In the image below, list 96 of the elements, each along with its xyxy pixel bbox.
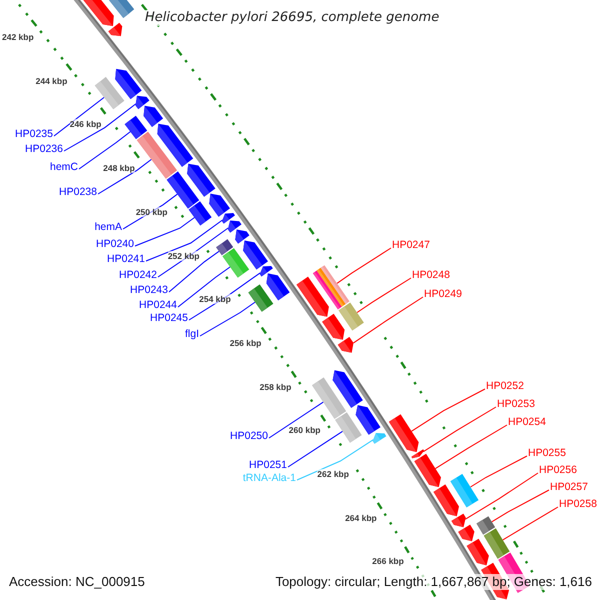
gene-pentagon [157, 124, 194, 167]
gene-pentagon [338, 336, 354, 353]
gene-pentagon [144, 106, 164, 127]
leader-line [434, 424, 508, 470]
gene-label: HP0250 [230, 430, 268, 442]
gene-label: HP0235 [15, 128, 53, 140]
gene-label: HP0245 [150, 312, 188, 324]
scale-label: 242 kbp [2, 32, 34, 42]
feature-block [484, 528, 510, 559]
leader-line [502, 506, 558, 540]
gene-pentagon [266, 273, 290, 300]
scale-label: 244 kbp [36, 76, 68, 86]
leader-line [464, 472, 538, 520]
gene-label: HP0242 [119, 269, 157, 281]
gene-label: HP0251 [249, 459, 287, 471]
leader-line [411, 388, 486, 432]
gene-pentagon [322, 314, 345, 340]
gene-pentagon [434, 484, 459, 516]
leader-line [78, 131, 131, 170]
scale-label: 258 kbp [260, 382, 292, 392]
gene-pentagon [356, 405, 380, 435]
gene-label: HP0252 [486, 380, 524, 392]
leader-line [288, 430, 344, 468]
gene-pentagon [458, 524, 474, 542]
feature-stripe [320, 265, 350, 304]
gene-label: tRNA-Ala-1 [242, 472, 296, 484]
gene-label: HP0236 [25, 143, 63, 155]
gene-pentagon [372, 433, 386, 444]
leader-line [134, 217, 195, 246]
gene-pentagon [451, 514, 466, 528]
feature-block [248, 284, 274, 312]
scale-label: 264 kbp [345, 512, 377, 523]
leader-line [200, 302, 256, 336]
leader-line [54, 96, 105, 136]
feature-block [108, 0, 134, 18]
feature-block [335, 412, 362, 443]
feature-block [222, 248, 250, 278]
gene-label: HP0257 [550, 481, 588, 493]
gene-pentagon [414, 454, 441, 488]
scale-label: 252 kbp [168, 250, 200, 261]
gene-pentagon [115, 68, 142, 100]
gene-pentagon [209, 194, 230, 217]
gene-pentagon [332, 370, 363, 408]
gene-label: HP0253 [497, 398, 535, 410]
leader-line [491, 490, 550, 522]
gene-pentagon [136, 96, 150, 110]
leader-line [356, 278, 412, 313]
scale-label: 254 kbp [199, 294, 231, 304]
gene-pentagon [108, 22, 122, 36]
leader-line [422, 406, 496, 452]
scale-label: 262 kbp [317, 468, 349, 479]
gene-pentagon [243, 240, 268, 270]
gene-pentagon [388, 414, 419, 452]
leader-line [158, 227, 229, 278]
scale-label: 260 kbp [288, 425, 320, 436]
gene-label: hemC [50, 161, 78, 173]
accession-label: Accession: NC_000915 [7, 574, 147, 590]
leader-line [268, 402, 324, 438]
gene-pentagon [466, 538, 489, 566]
scale-label: 250 kbp [136, 206, 168, 217]
gene-label: flgI [184, 328, 199, 340]
leader-line [168, 250, 220, 292]
gene-label: HP0249 [424, 288, 462, 300]
leader-line [64, 103, 136, 152]
gene-label: HP0254 [508, 416, 546, 428]
gene-label: HP0248 [412, 269, 450, 281]
gene-label: HP0258 [559, 498, 597, 510]
gene-pentagon [235, 230, 250, 244]
scale-label: 248 kbp [103, 163, 135, 174]
feature-block [188, 201, 212, 226]
gene-label: HP0243 [130, 284, 168, 296]
gene-pentagon [83, 0, 114, 26]
leader-line [353, 296, 424, 344]
gene-pentagon [187, 164, 216, 197]
genome-stats-label: Topology: circular; Length: 1,667,867 bp; Genes: 1,616 [273, 574, 594, 590]
gene-label: HP0244 [139, 299, 177, 311]
leader-line [122, 194, 178, 230]
leader-line [98, 158, 152, 194]
gene-label: HP0240 [96, 238, 134, 250]
leader-line [336, 248, 392, 284]
gene-label: HP0247 [392, 239, 430, 251]
gene-label: HP0241 [107, 253, 145, 265]
leader-line [146, 220, 223, 262]
gene-label: hemA [94, 221, 122, 233]
leader-line [188, 272, 261, 320]
feature-block [450, 474, 479, 508]
gene-label: HP0238 [59, 186, 97, 198]
leader-line [178, 266, 231, 308]
gene-label: HP0256 [539, 464, 577, 476]
feature-block [338, 302, 364, 330]
gene-label: HP0255 [528, 447, 566, 459]
leader-line [470, 456, 528, 488]
scale-label: 256 kbp [230, 338, 262, 348]
scale-label: 246 kbp [70, 119, 102, 130]
leader-line [296, 439, 374, 480]
scale-label: 266 kbp [372, 556, 404, 566]
